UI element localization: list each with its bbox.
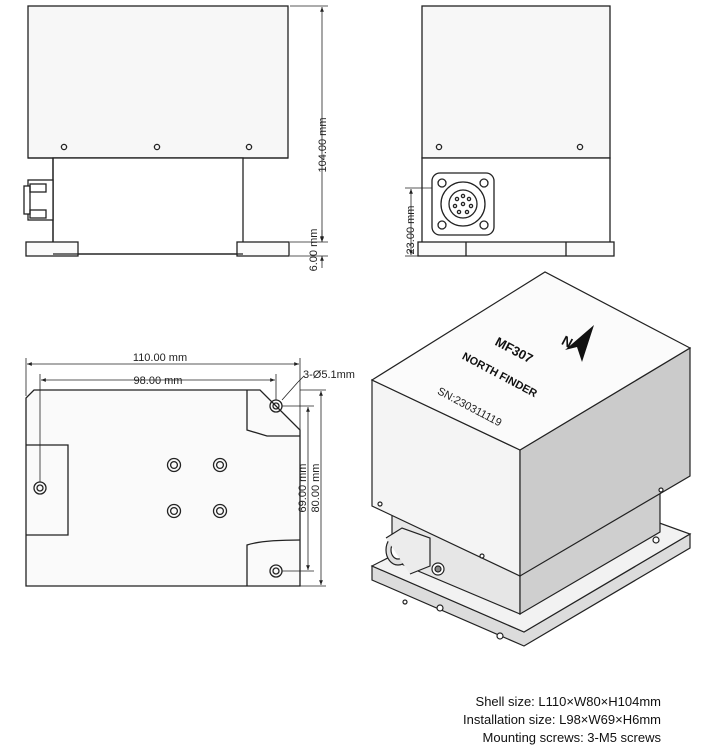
- front-view: [23, 5, 290, 257]
- isometric-view: [370, 271, 692, 647]
- dim-connector-height: 23.00 mm: [405, 206, 417, 255]
- spec-mounting-screws: Mounting screws: 3-M5 screws: [482, 730, 661, 745]
- spec-shell-size: Shell size: L110×W80×H104mm: [475, 694, 661, 709]
- front-dimension-lines: [290, 5, 328, 268]
- dim-length: 110.00 mm: [133, 352, 187, 364]
- spec-installation-size: Installation size: L98×W69×H6mm: [463, 712, 661, 727]
- top-view: [25, 389, 301, 587]
- dim-base-thickness: 6.00 mm: [308, 229, 320, 272]
- side-dimension-lines: [405, 187, 432, 257]
- dim-height-total: 104.00 mm: [317, 117, 329, 172]
- side-view: [417, 5, 615, 257]
- dim-mount-length: 98.00 mm: [134, 375, 183, 387]
- north-arrow-icon: [565, 325, 594, 362]
- top-dimension-lines: [25, 358, 326, 587]
- dim-width: 80.00 mm: [310, 464, 322, 513]
- dim-mount-width: 69.00 mm: [297, 464, 309, 513]
- dim-hole-spec: 3-Ø5.1mm: [303, 369, 355, 381]
